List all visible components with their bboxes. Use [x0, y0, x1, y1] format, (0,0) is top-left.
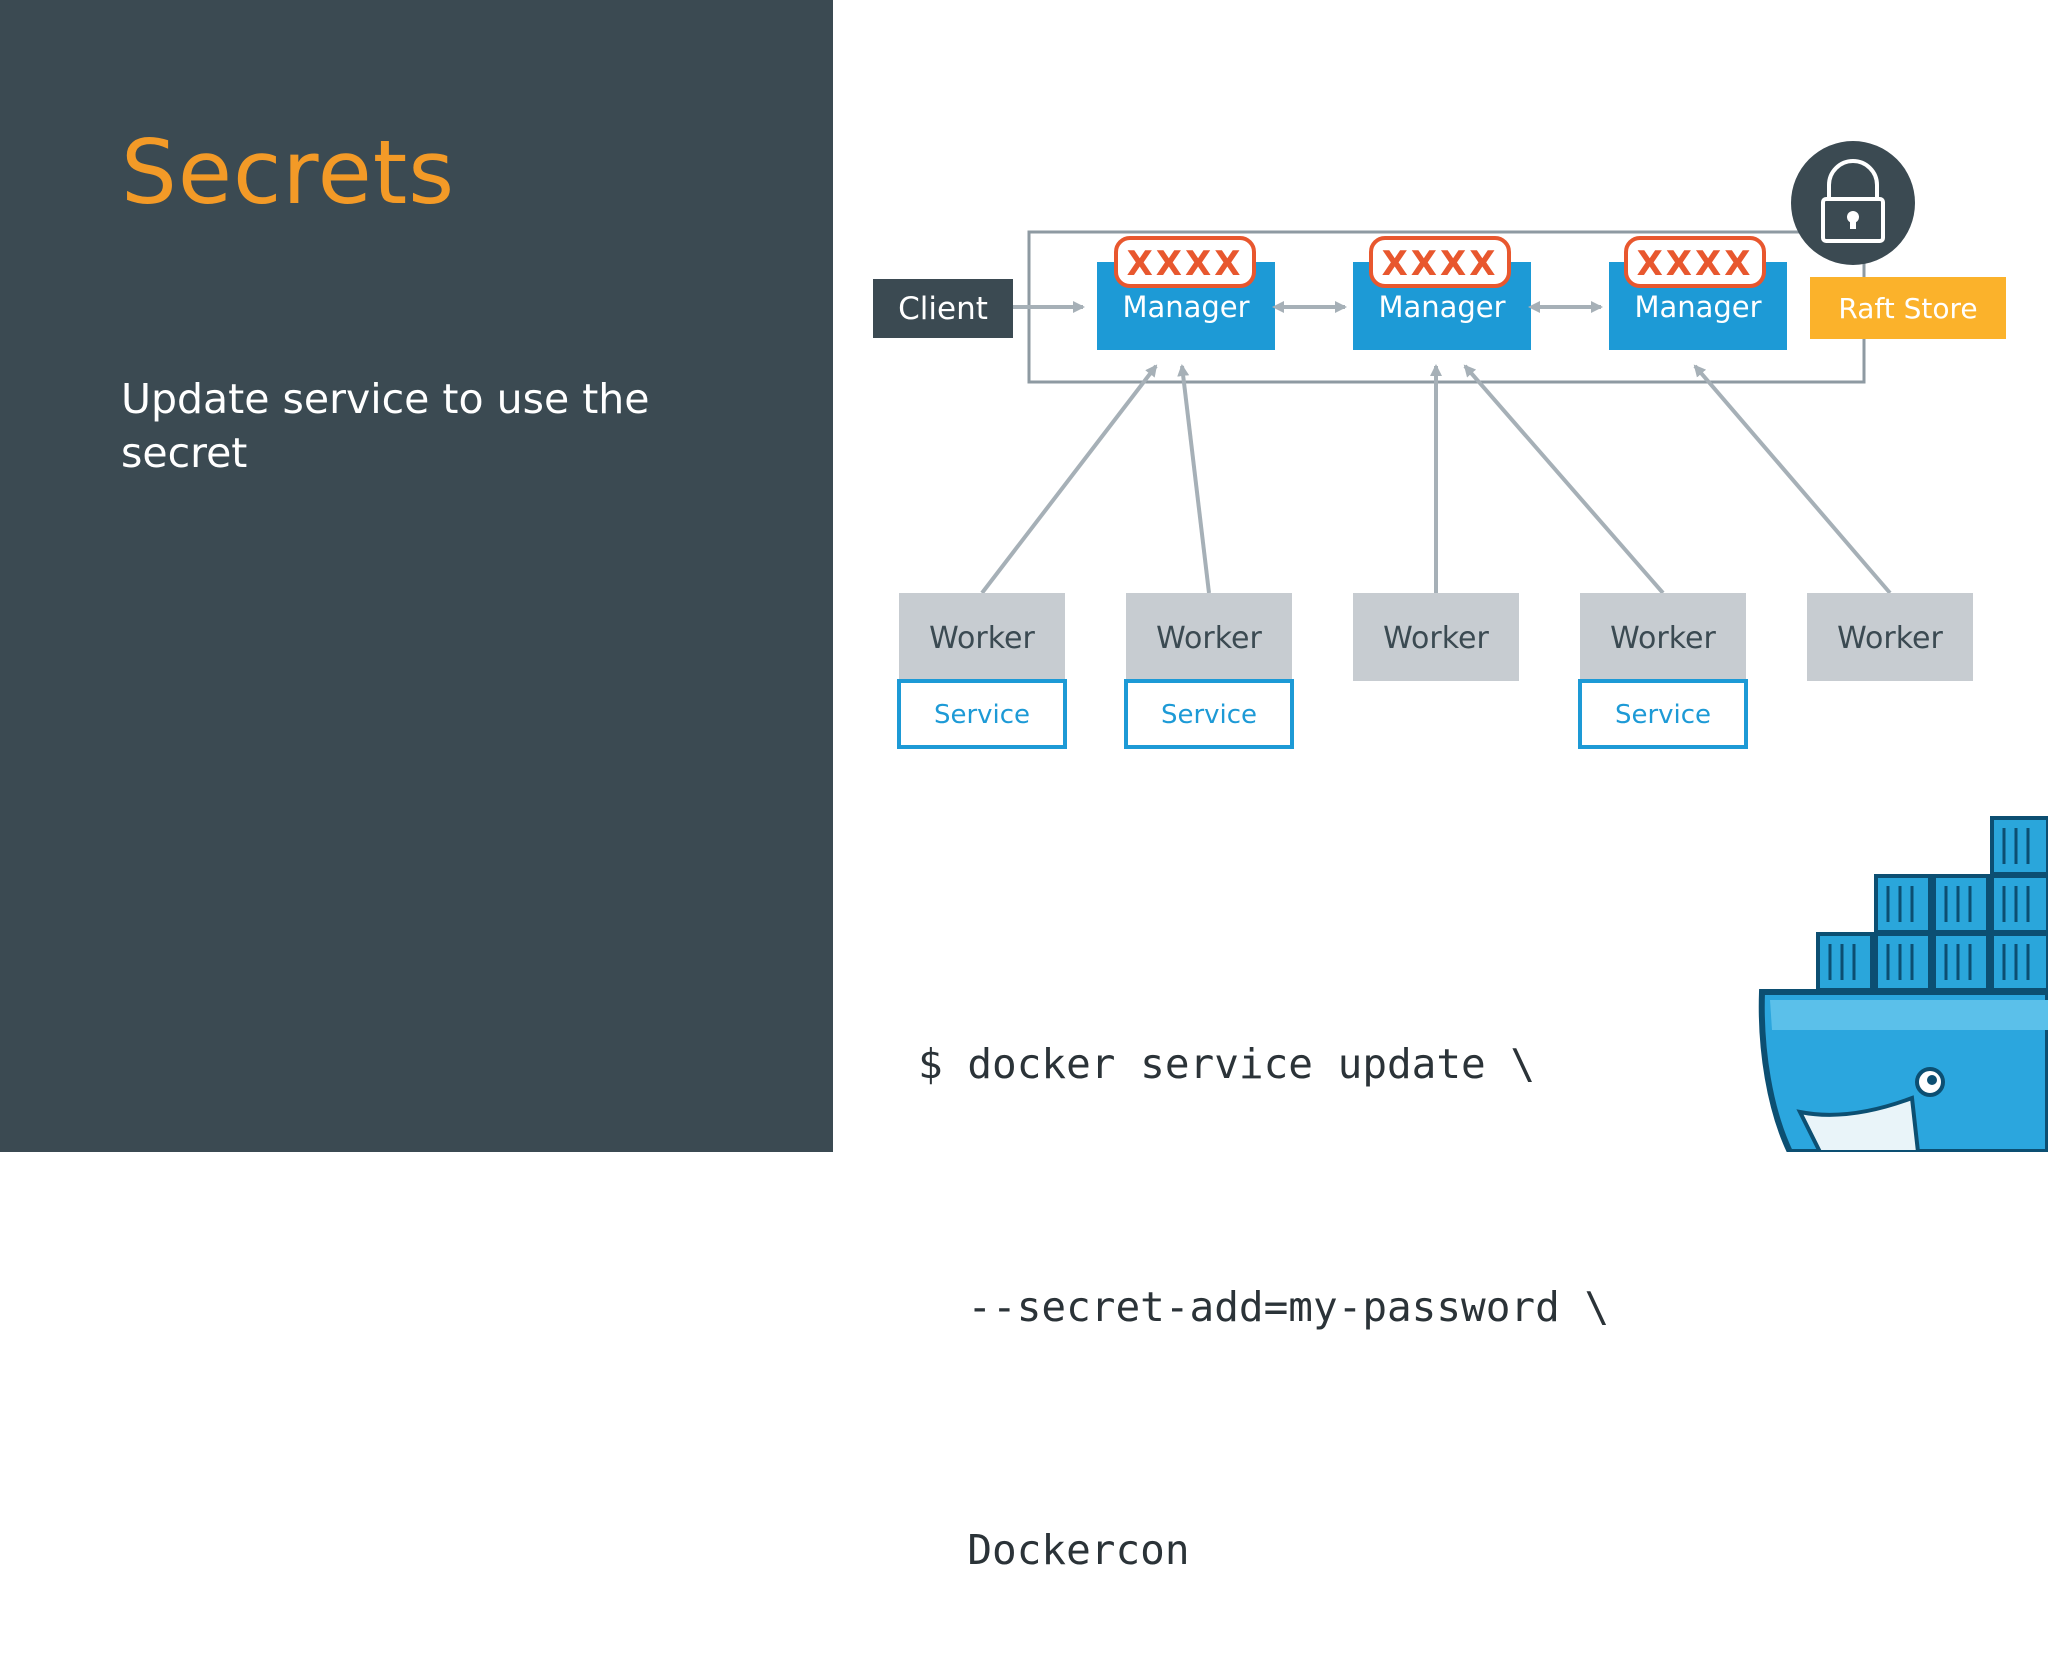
worker-4: Worker Service — [1578, 593, 1748, 749]
worker-label-5: Worker — [1837, 621, 1943, 656]
secret-badge-1 — [1114, 236, 1256, 288]
worker-3: Worker — [1353, 593, 1519, 681]
arrow-worker2-manager1 — [1177, 364, 1211, 594]
secret-badge-2 — [1369, 236, 1511, 288]
client-box — [873, 279, 1013, 338]
command-snippet: $ docker service update \ --secret-add=m… — [918, 862, 1609, 1672]
service-label-4: Service — [1615, 700, 1711, 730]
worker-1: Worker Service — [897, 593, 1067, 749]
service-box-4 — [1578, 679, 1748, 749]
command-line-2: --secret-add=my-password \ — [918, 1283, 1610, 1331]
secret-text-2: XXXX — [1382, 244, 1499, 284]
service-box-1 — [897, 679, 1067, 749]
left-panel: Secrets Update service to use the secret — [0, 0, 833, 1152]
command-line-1: $ docker service update \ — [918, 1040, 1536, 1088]
worker-label-4: Worker — [1610, 621, 1716, 656]
service-box-2 — [1124, 679, 1294, 749]
manager-label-2: Manager — [1378, 290, 1505, 324]
manager-label-3: Manager — [1634, 290, 1761, 324]
worker-label-1: Worker — [929, 621, 1035, 656]
worker-2: Worker Service — [1124, 593, 1294, 749]
raft-store-label: Raft Store — [1838, 292, 1977, 325]
command-line-3: Dockercon — [918, 1526, 1190, 1574]
manager-label-1: Manager — [1122, 290, 1249, 324]
client-label: Client — [898, 291, 988, 327]
worker-label-2: Worker — [1156, 621, 1262, 656]
architecture-diagram: Client Manager XXXX Manager XXXX Manager… — [873, 141, 2006, 749]
slide-body-text: Update service to use the secret — [121, 375, 650, 477]
raft-store-box — [1810, 277, 2006, 339]
service-label-2: Service — [1161, 700, 1257, 730]
docker-whale-logo — [1758, 816, 2048, 1152]
secret-badge-3 — [1624, 236, 1766, 288]
service-label-1: Service — [934, 700, 1030, 730]
arrow-worker1-manager1 — [980, 364, 1158, 595]
worker-5: Worker — [1807, 593, 1973, 681]
worker-connections — [980, 364, 1892, 595]
secret-text-1: XXXX — [1127, 244, 1244, 284]
arrow-worker5-manager3 — [1693, 364, 1892, 595]
secret-text-3: XXXX — [1637, 244, 1754, 284]
worker-label-3: Worker — [1383, 621, 1489, 656]
arrow-worker4-manager2 — [1463, 364, 1665, 595]
lock-icon — [1791, 141, 1915, 265]
slide-title: Secrets — [121, 121, 456, 224]
